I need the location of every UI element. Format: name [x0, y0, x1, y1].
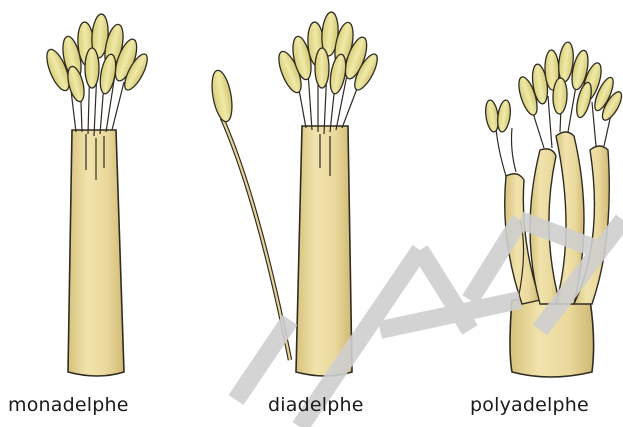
polyadelphous-stamen-icon: [484, 41, 623, 377]
monadelphous-stamen-icon: [42, 13, 151, 376]
caption-monadelphe: monadelphe: [8, 394, 129, 416]
caption-diadelphe: diadelphe: [268, 394, 364, 416]
caption-polyadelphe: polyadelphe: [470, 394, 589, 416]
diadelphous-stamen-icon: [209, 11, 382, 376]
